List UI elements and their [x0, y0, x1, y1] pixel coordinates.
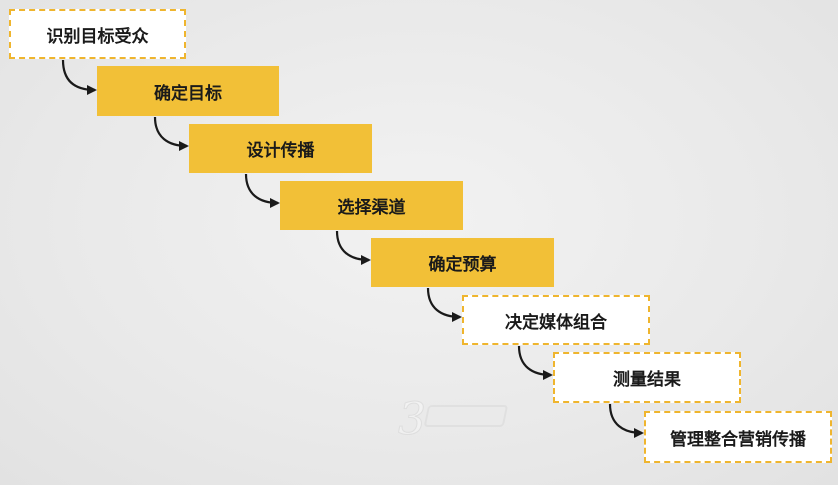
step-select-channels: 选择渠道 [280, 181, 463, 230]
watermark-logo: 3 [398, 394, 508, 446]
step-measure-results: 测量结果 [553, 352, 741, 403]
connector-arrow-3 [244, 173, 280, 208]
connector-arrow-5 [426, 287, 462, 322]
step-manage-imc: 管理整合营销传播 [644, 411, 832, 463]
connector-arrow-1 [61, 59, 97, 95]
svg-text:3: 3 [398, 394, 426, 445]
connector-arrow-7 [608, 403, 644, 438]
step-decide-media-mix: 决定媒体组合 [462, 295, 650, 345]
connector-arrow-2 [153, 116, 189, 151]
step-design-communication: 设计传播 [189, 124, 372, 173]
step-set-budget: 确定预算 [371, 238, 554, 287]
step-set-objectives: 确定目标 [97, 66, 279, 116]
step-identify-target-audience: 识别目标受众 [9, 9, 186, 59]
connector-arrow-6 [517, 345, 553, 380]
connector-arrow-4 [335, 230, 371, 265]
